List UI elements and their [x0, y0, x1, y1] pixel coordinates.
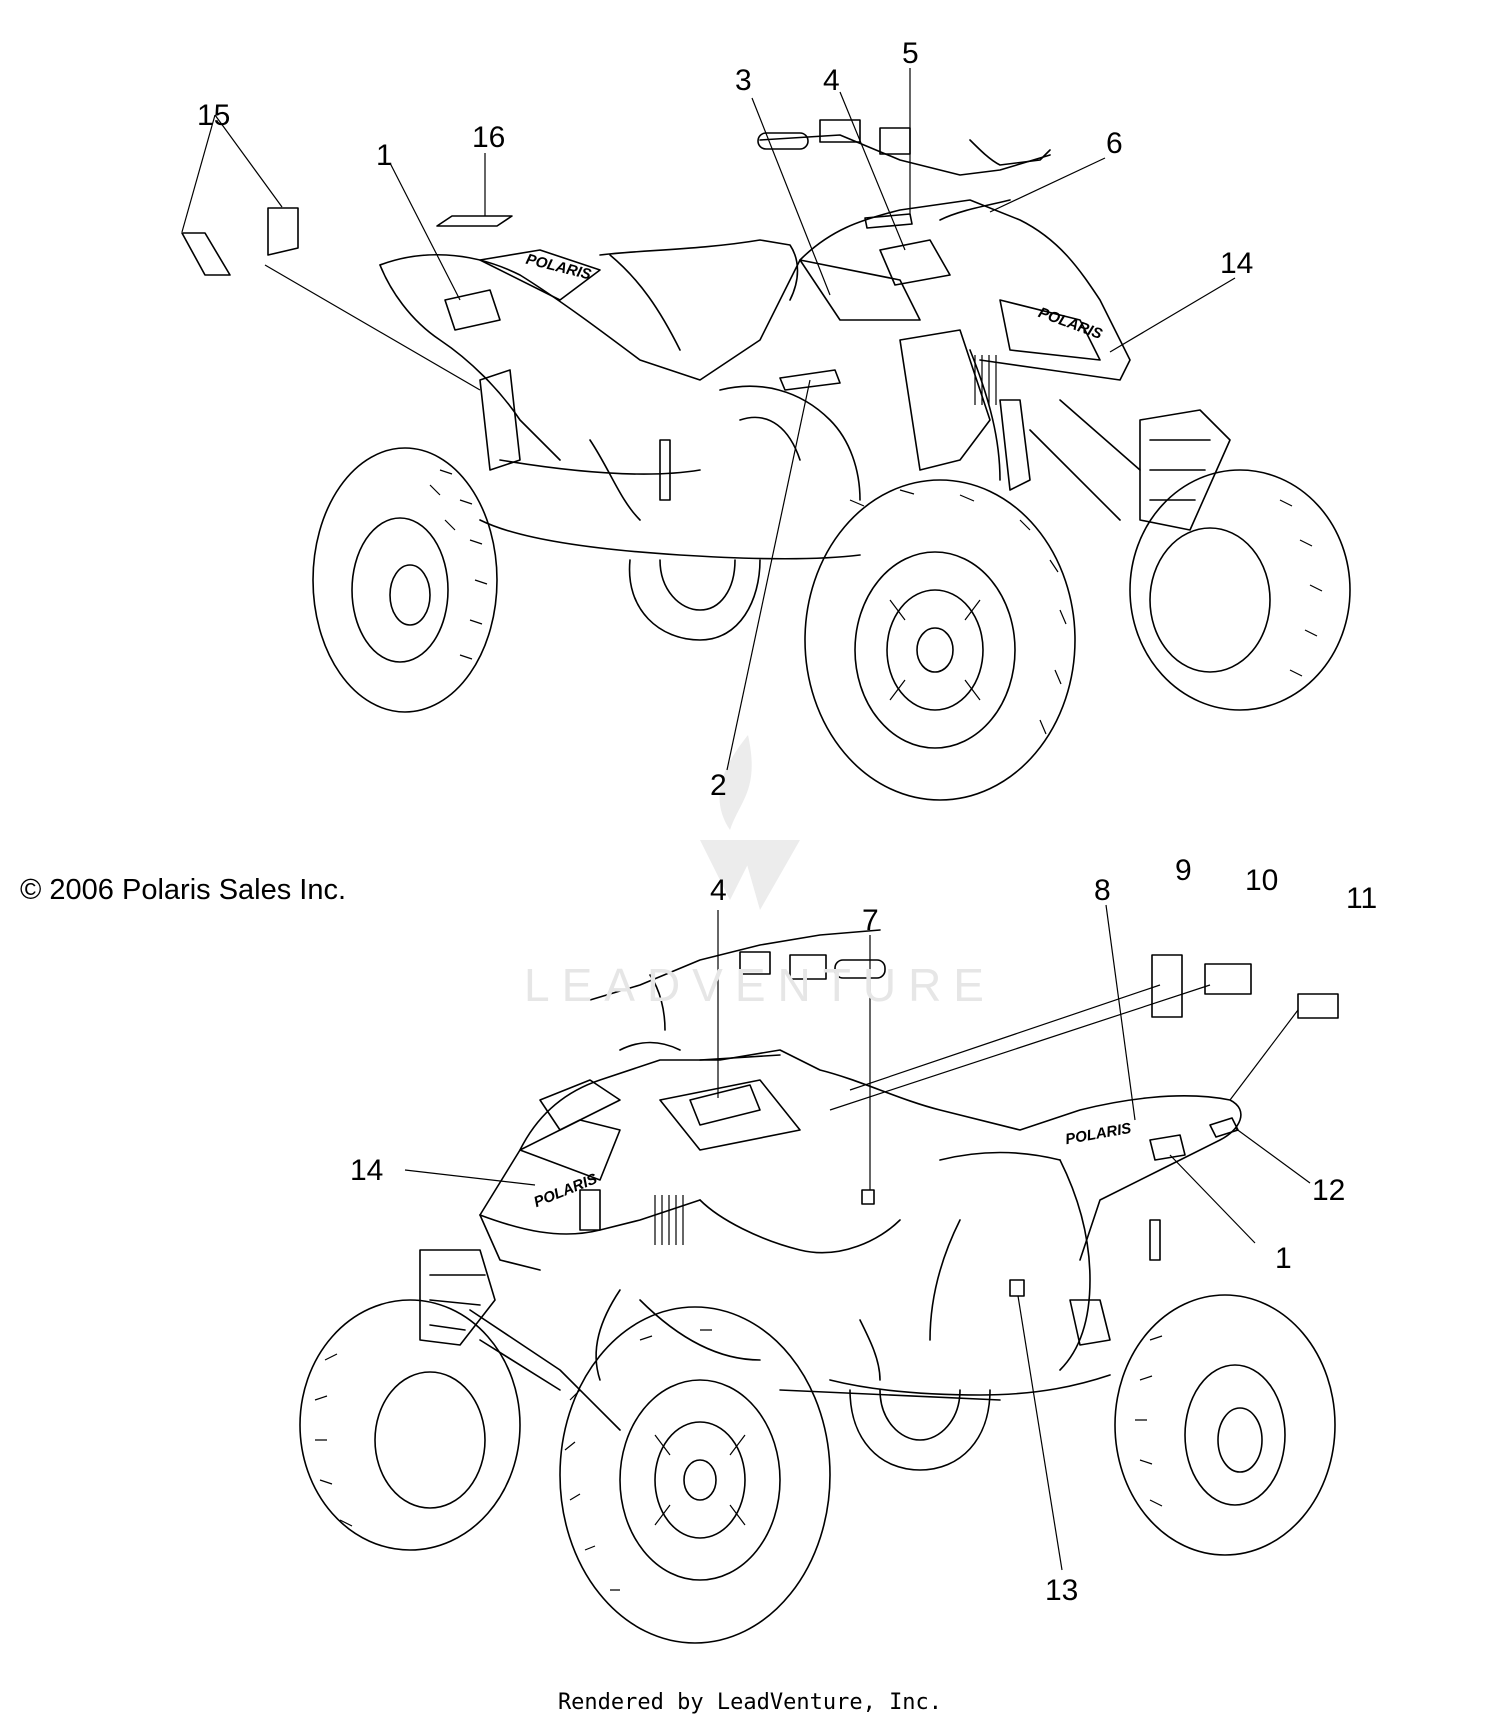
callout-9-bottom: 9 — [1175, 854, 1192, 887]
callout-15-top: 15 — [197, 99, 230, 132]
callout-8-bottom: 8 — [1094, 874, 1111, 907]
top-body — [379, 199, 1231, 560]
bottom-view-callouts: 1 4 7 8 9 10 11 12 13 14 — [350, 854, 1377, 1607]
top-rear-right-wheel — [628, 559, 761, 641]
callout-1-bottom: 1 — [1275, 1242, 1292, 1275]
top-view-callouts: 1 2 3 4 5 6 14 15 16 — [197, 37, 1253, 802]
copyright-notice: © 2006 Polaris Sales Inc. — [20, 874, 347, 906]
callout-6-top: 6 — [1106, 127, 1123, 160]
bottom-rear-left-wheel — [1114, 1294, 1336, 1556]
decal-16 — [436, 215, 513, 227]
callout-11-bottom: 11 — [1346, 882, 1377, 915]
callout-14-top: 14 — [1220, 247, 1253, 280]
callout-3-top: 3 — [735, 64, 752, 97]
decal-15-left — [181, 232, 231, 276]
decal-15-right — [267, 207, 299, 256]
decal-5-top — [864, 213, 913, 229]
bottom-rear-right-wheel — [849, 1389, 991, 1471]
decal-1-top — [444, 289, 501, 331]
bottom-front-right-wheel — [299, 1299, 521, 1551]
decal-4-bottom — [689, 1084, 761, 1126]
bottom-handlebars — [589, 929, 886, 1061]
callout-2-top: 2 — [710, 769, 727, 802]
callout-10-bottom: 10 — [1245, 864, 1278, 897]
decal-1-bottom — [1149, 1134, 1186, 1161]
top-rear-left-wheel — [312, 447, 498, 713]
decal-12 — [1209, 1117, 1239, 1138]
callout-1-top: 1 — [376, 139, 393, 172]
polaris-decal-rear-bottom: POLARIS — [1064, 1120, 1133, 1148]
callout-16-top: 16 — [472, 121, 505, 154]
atv-top-view: POLARIS POLARIS — [181, 68, 1351, 801]
top-front-left-wheel — [1129, 469, 1351, 711]
decal-7 — [861, 1189, 875, 1205]
callout-4-bottom: 4 — [710, 874, 727, 907]
callout-4-top: 4 — [823, 64, 840, 97]
decal-11 — [1297, 993, 1339, 1019]
rendered-by-footer: Rendered by LeadVenture, Inc. — [557, 1690, 943, 1715]
decal-10 — [1204, 963, 1252, 995]
callout-12-bottom: 12 — [1312, 1174, 1345, 1207]
bottom-front-left-wheel — [559, 1306, 831, 1644]
top-front-right-wheel — [804, 479, 1076, 801]
leadventure-watermark-logo — [700, 735, 800, 910]
callout-13-bottom: 13 — [1045, 1574, 1078, 1607]
callout-7-bottom: 7 — [862, 904, 879, 937]
callout-5-top: 5 — [902, 37, 919, 70]
polaris-decal-front-top: POLARIS — [1036, 304, 1104, 343]
decal-4-top — [879, 239, 951, 286]
decal-2-top — [779, 369, 841, 391]
watermark-text: LEADVENTURE — [524, 959, 996, 1011]
callout-14-bottom: 14 — [350, 1154, 383, 1187]
decal-13 — [1009, 1279, 1025, 1297]
decal-9 — [1151, 954, 1183, 1018]
bottom-body — [419, 1049, 1242, 1431]
atv-bottom-view: POLARIS POLARIS — [299, 904, 1339, 1644]
